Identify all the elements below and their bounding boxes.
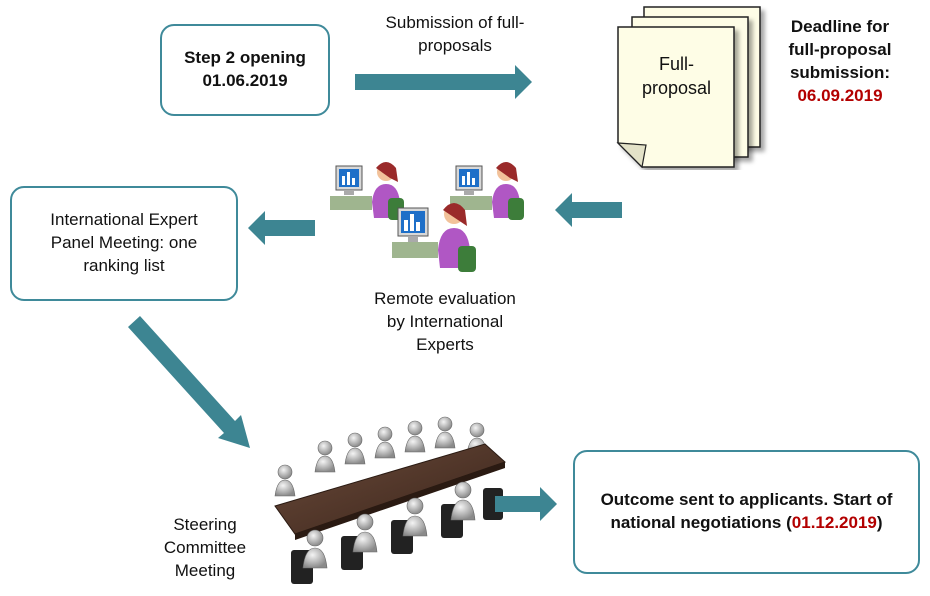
- steering-committee-label: Steering Committee Meeting: [150, 514, 260, 583]
- step2-opening-date: 01.06.2019: [202, 71, 288, 90]
- step2-opening-title: Step 2 opening: [184, 48, 306, 68]
- remote-evaluation-line2: by International: [386, 311, 504, 331]
- steering-committee-line3: Meeting: [174, 560, 236, 580]
- conference-table-icon: [274, 416, 506, 584]
- document-stack-label-line2: proposal: [641, 78, 712, 99]
- step2-opening-box: Step 2 opening 01.06.2019: [160, 24, 330, 116]
- outcome-line1: Outcome sent to applicants. Start of: [600, 490, 893, 510]
- remote-evaluation-label: Remote evaluation by International Exper…: [345, 288, 545, 357]
- document-stack-label-line1: Full-: [659, 54, 694, 74]
- outcome-line2-prefix: national negotiations (: [610, 513, 792, 532]
- deadline-label: Deadline for full-proposal submission: 0…: [760, 16, 920, 108]
- experts-at-computers-icon: [330, 162, 524, 272]
- deadline-line1: Deadline for: [790, 17, 890, 36]
- outcome-line2-suffix: ): [876, 513, 883, 532]
- remote-evaluation-line1: Remote evaluation: [374, 289, 516, 308]
- steering-committee-line1: Steering: [173, 515, 237, 534]
- deadline-date: 06.09.2019: [797, 85, 883, 105]
- panel-meeting-line3: ranking list: [83, 255, 165, 275]
- panel-meeting-line2: Panel Meeting: one: [50, 233, 198, 253]
- panel-meeting-line1: International Expert: [50, 210, 198, 230]
- outcome-date: 01.12.2019: [791, 513, 877, 532]
- outcome-box: Outcome sent to applicants. Start of nat…: [573, 450, 920, 574]
- document-stack-icon: [616, 6, 761, 169]
- deadline-line3: submission:: [789, 62, 891, 82]
- document-stack-label: Full- proposal: [624, 52, 729, 101]
- submission-label-line1: Submission of full-: [385, 13, 525, 32]
- deadline-line2: full-proposal: [788, 39, 892, 59]
- submission-label: Submission of full- proposals: [345, 12, 565, 58]
- submission-label-line2: proposals: [418, 35, 492, 55]
- remote-evaluation-line3: Experts: [416, 334, 474, 354]
- outcome-line2: national negotiations (01.12.2019): [601, 512, 893, 535]
- panel-meeting-box: International Expert Panel Meeting: one …: [10, 186, 238, 301]
- steering-committee-line2: Committee: [163, 537, 247, 557]
